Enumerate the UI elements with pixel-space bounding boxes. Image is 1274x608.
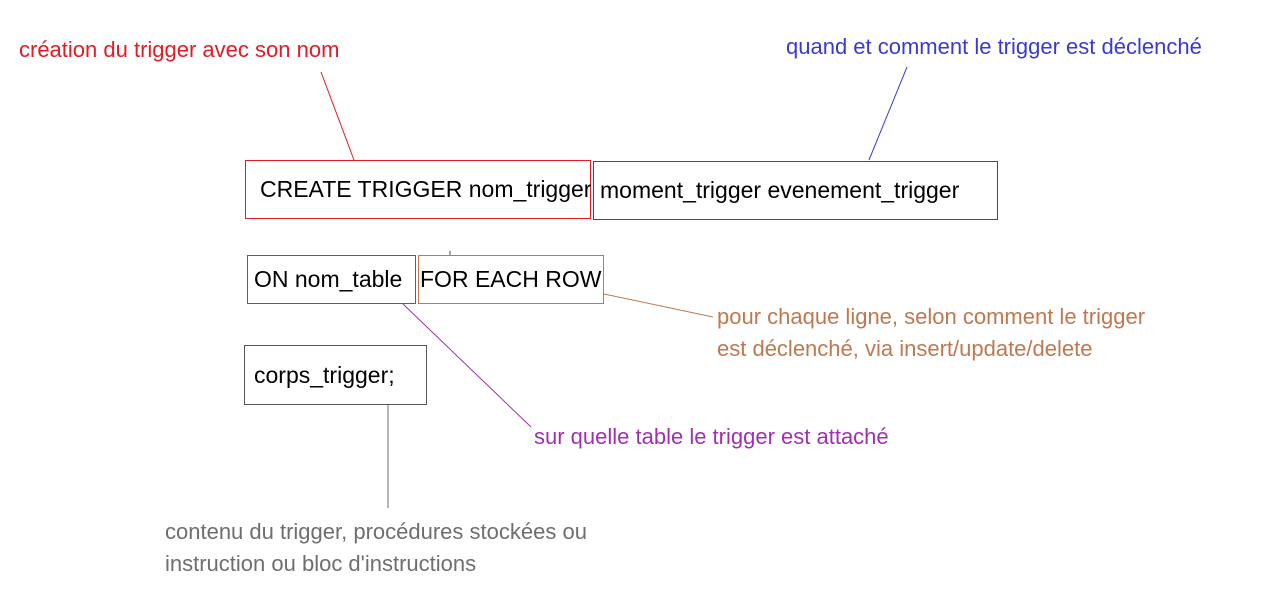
moment-trigger-box: moment_trigger evenement_trigger: [593, 161, 998, 220]
connector-create: [320, 71, 355, 161]
annotation-for-each: pour chaque ligne, selon comment le trig…: [717, 301, 1145, 365]
for-each-row-text: FOR EACH ROW: [420, 266, 602, 292]
annotation-moment: quand et comment le trigger est déclench…: [786, 31, 1202, 63]
on-table-text: ON nom_table: [254, 266, 403, 292]
on-table-box: ON nom_table: [247, 255, 416, 304]
connector-moment: [868, 66, 908, 161]
annotation-moment-text: quand et comment le trigger est déclench…: [786, 34, 1202, 59]
annotation-body-line-2: instruction ou bloc d'instructions: [165, 551, 477, 576]
annotation-body-line-1: contenu du trigger, procédures stockées …: [165, 519, 587, 544]
annotation-on-table-text: sur quelle table le trigger est attaché: [534, 424, 889, 449]
annotation-for-each-line-2: est déclenché, via insert/update/delete: [717, 336, 1093, 361]
create-trigger-text: CREATE TRIGGER nom_trigger: [260, 176, 592, 202]
connector-for-each: [603, 293, 714, 318]
annotation-body: contenu du trigger, procédures stockées …: [165, 516, 587, 580]
body-text: corps_trigger;: [254, 361, 395, 388]
body-box: corps_trigger;: [244, 345, 427, 405]
annotation-create: création du trigger avec son nom: [19, 34, 339, 66]
moment-trigger-text: moment_trigger evenement_trigger: [600, 177, 960, 203]
connector-on-table: [402, 303, 532, 428]
for-each-row-box: FOR EACH ROW: [418, 255, 604, 304]
annotation-create-text: création du trigger avec son nom: [19, 37, 340, 62]
create-trigger-box: CREATE TRIGGER nom_trigger: [245, 160, 591, 219]
annotation-on-table: sur quelle table le trigger est attaché: [534, 421, 889, 453]
annotation-for-each-line-1: pour chaque ligne, selon comment le trig…: [717, 304, 1146, 329]
